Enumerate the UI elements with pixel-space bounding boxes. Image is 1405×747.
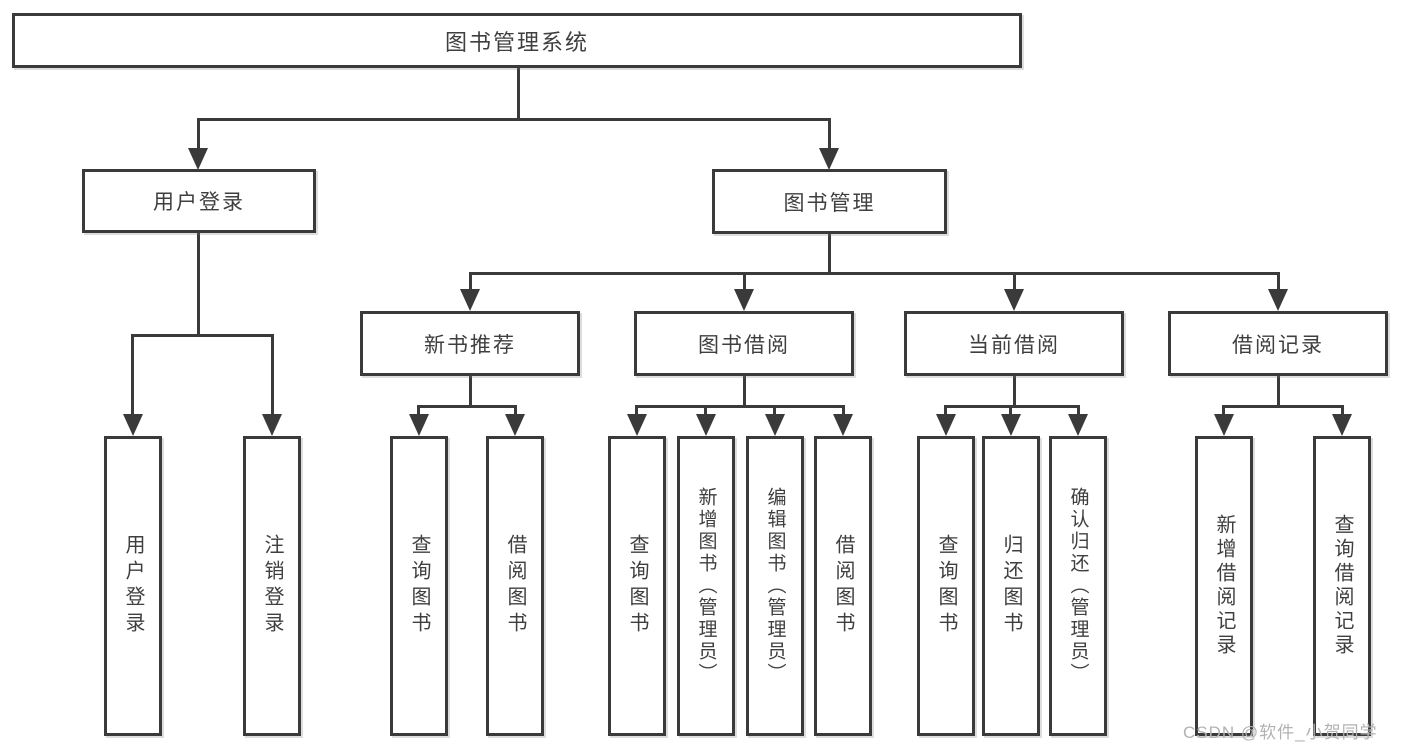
leaf-user-login-label: 用户登录 xyxy=(122,534,144,638)
connector-leaf-user-login-stub xyxy=(131,334,134,416)
leaf-borrow-edit-book: 编辑图书（管理员） xyxy=(746,436,804,736)
csdn-watermark: CSDN @软件_小贺同学 xyxy=(1183,723,1378,742)
connector-book-borrow-rail xyxy=(635,405,845,408)
connector-cb-return-stub xyxy=(1009,405,1012,416)
leaf-borrow-borrow-book-label: 借阅图书 xyxy=(832,534,854,638)
leaf-newbook-borrow: 借阅图书 xyxy=(486,436,544,736)
connector-br-query-stub xyxy=(1341,405,1344,416)
arrowhead-br-query xyxy=(1332,414,1352,436)
node-root-system: 图书管理系统 xyxy=(12,13,1022,68)
connector-level2-rail xyxy=(197,118,831,121)
connector-br-add-stub xyxy=(1222,405,1225,416)
leaf-logout: 注销登录 xyxy=(243,436,301,736)
connector-user-login-stem xyxy=(197,233,200,337)
arrowhead-leaf-logout xyxy=(262,414,282,436)
node-book-management-label: 图书管理 xyxy=(783,191,876,215)
leaf-current-confirm-return-label: 确认归还（管理员） xyxy=(1067,487,1089,685)
connector-book-mgmt-stem xyxy=(828,234,831,274)
connector-bb-edit-stub xyxy=(773,405,776,416)
arrowhead-book-borrow xyxy=(734,289,754,311)
arrowhead-bb-edit xyxy=(765,414,785,436)
leaf-borrow-add-book-label: 新增图书（管理员） xyxy=(695,487,717,685)
connector-current-borrow-stem xyxy=(1013,376,1016,408)
leaf-borrow-add-book: 新增图书（管理员） xyxy=(677,436,735,736)
node-new-book-recommend: 新书推荐 xyxy=(360,311,580,376)
arrowhead-nb-query xyxy=(409,414,429,436)
arrowhead-user-login xyxy=(188,148,208,170)
connector-current-borrow-stub xyxy=(1013,272,1016,292)
connector-new-books-stub xyxy=(469,272,472,292)
connector-leaf-logout-stub xyxy=(271,334,274,416)
leaf-current-return: 归还图书 xyxy=(982,436,1040,736)
connector-root-stem xyxy=(517,68,520,120)
connector-login-leaves-rail xyxy=(131,334,274,337)
connector-borrow-records-stub xyxy=(1277,272,1280,292)
node-borrow-records: 借阅记录 xyxy=(1168,311,1388,376)
leaf-current-confirm-return: 确认归还（管理员） xyxy=(1049,436,1107,736)
node-user-login-label: 用户登录 xyxy=(153,191,245,214)
arrowhead-new-books xyxy=(460,289,480,311)
leaf-borrow-edit-book-label: 编辑图书（管理员） xyxy=(764,487,786,685)
arrowhead-book-mgmt xyxy=(819,148,839,170)
node-user-login: 用户登录 xyxy=(82,169,316,233)
leaf-newbook-query-label: 查询图书 xyxy=(408,534,430,638)
arrowhead-current-borrow xyxy=(1004,289,1024,311)
leaf-logout-label: 注销登录 xyxy=(261,534,283,638)
connector-bb-borrow-stub xyxy=(842,405,845,416)
connector-cb-query-stub xyxy=(944,405,947,416)
connector-book-mgmt-stub xyxy=(828,118,831,151)
leaf-current-return-label: 归还图书 xyxy=(1000,534,1022,638)
leaf-user-login: 用户登录 xyxy=(104,436,162,736)
arrowhead-br-add xyxy=(1214,414,1234,436)
leaf-record-add: 新增借阅记录 xyxy=(1195,436,1253,736)
arrowhead-bb-query xyxy=(627,414,647,436)
connector-nb-borrow-stub xyxy=(514,405,517,416)
leaf-borrow-borrow-book: 借阅图书 xyxy=(814,436,872,736)
connector-borrow-records-stem xyxy=(1277,376,1280,408)
arrowhead-cb-confirm xyxy=(1068,414,1088,436)
leaf-current-query: 查询图书 xyxy=(917,436,975,736)
arrowhead-bb-add xyxy=(696,414,716,436)
node-borrow-records-label: 借阅记录 xyxy=(1232,333,1324,357)
leaf-newbook-borrow-label: 借阅图书 xyxy=(504,534,526,638)
connector-bb-query-stub xyxy=(635,405,638,416)
node-book-borrow-label: 图书借阅 xyxy=(698,333,790,357)
connector-user-login-stub xyxy=(197,118,200,151)
leaf-borrow-query-label: 查询图书 xyxy=(626,534,648,638)
leaf-record-query: 查询借阅记录 xyxy=(1313,436,1371,736)
connector-new-books-stem xyxy=(469,376,472,408)
node-book-management: 图书管理 xyxy=(712,169,947,234)
leaf-current-query-label: 查询图书 xyxy=(935,534,957,638)
connector-bb-add-stub xyxy=(704,405,707,416)
node-root-system-label: 图书管理系统 xyxy=(444,29,589,55)
leaf-record-add-label: 新增借阅记录 xyxy=(1213,514,1235,658)
connector-book-borrow-stub xyxy=(743,272,746,292)
leaf-newbook-query: 查询图书 xyxy=(390,436,448,736)
node-current-borrow-label: 当前借阅 xyxy=(968,333,1060,357)
connector-borrow-records-rail xyxy=(1222,405,1344,408)
node-book-borrow: 图书借阅 xyxy=(634,311,854,376)
leaf-record-query-label: 查询借阅记录 xyxy=(1331,514,1353,658)
connector-nb-query-stub xyxy=(417,405,420,416)
node-new-book-recommend-label: 新书推荐 xyxy=(424,333,516,357)
arrowhead-leaf-user-login xyxy=(123,414,143,436)
arrowhead-bb-borrow xyxy=(833,414,853,436)
connector-new-books-rail xyxy=(417,405,517,408)
arrowhead-cb-return xyxy=(1001,414,1021,436)
leaf-borrow-query: 查询图书 xyxy=(608,436,666,736)
connector-cb-confirm-stub xyxy=(1077,405,1080,416)
connector-level3-rail xyxy=(469,272,1280,275)
arrowhead-nb-borrow xyxy=(505,414,525,436)
arrowhead-cb-query xyxy=(936,414,956,436)
arrowhead-borrow-records xyxy=(1268,289,1288,311)
node-current-borrow: 当前借阅 xyxy=(904,311,1124,376)
connector-book-borrow-stem xyxy=(743,376,746,408)
connector-current-borrow-rail xyxy=(944,405,1080,408)
